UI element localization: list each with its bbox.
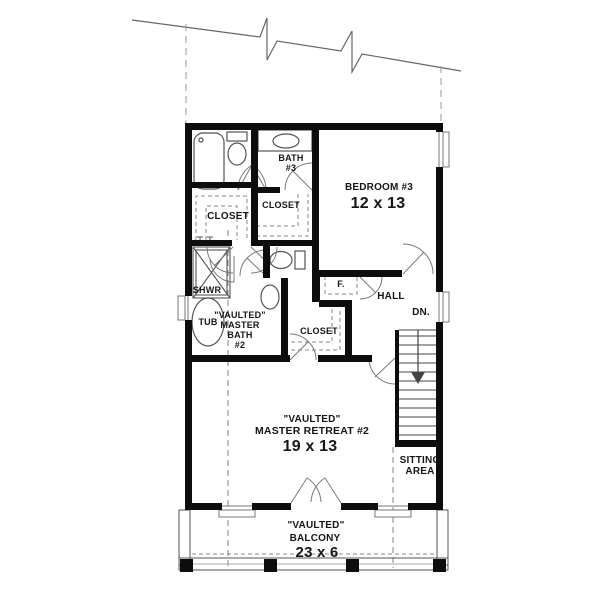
room-label-balcony-vaulted: "VAULTED" — [287, 520, 345, 531]
closet-shelf-lines — [192, 194, 434, 555]
room-dim-retreat: 19 x 13 — [282, 438, 338, 455]
room-label-retreat: MASTER RETREAT #2 — [254, 425, 370, 437]
pedestal-sink-fixture — [260, 284, 280, 310]
room-label-closet-master: CLOSET — [300, 326, 338, 336]
toilet-fixture-wc — [269, 250, 306, 270]
toilet-fixture-bath3-suite — [226, 131, 248, 166]
room-label-tub: TUB — [198, 317, 218, 327]
interior-walls — [185, 130, 443, 447]
room-label-bath3: BATH #3 — [278, 153, 304, 174]
bathtub-fixture — [193, 132, 225, 190]
vanity-sink-bath3 — [257, 129, 313, 152]
room-label-shower: SHWR — [192, 285, 222, 295]
construction-dashed-lines — [185, 24, 442, 123]
room-label-furnace: F. — [337, 279, 345, 289]
balcony-posts — [180, 559, 446, 572]
room-label-sitting-area: SITTING AREA — [399, 455, 441, 478]
room-dim-bedroom3: 12 x 13 — [350, 195, 406, 212]
room-label-closet-mid: CLOSET — [262, 200, 300, 210]
room-dim-balcony: 23 x 6 — [295, 544, 339, 561]
windows — [177, 131, 450, 518]
room-label-closet-left: CLOSET — [207, 211, 249, 222]
roof-break-line — [131, 17, 462, 75]
room-label-hall: HALL — [377, 291, 405, 302]
room-label-master-bath: "VAULTED" MASTER BATH #2 — [214, 310, 266, 351]
room-label-balcony: BALCONY — [289, 533, 341, 544]
stair-down-arrow — [411, 330, 425, 384]
stairs-down-label: DN. — [412, 307, 430, 318]
room-label-retreat-vaulted: "VAULTED" — [283, 414, 341, 425]
room-label-bedroom3: BEDROOM #3 — [344, 182, 414, 193]
exterior-walls — [185, 123, 443, 510]
